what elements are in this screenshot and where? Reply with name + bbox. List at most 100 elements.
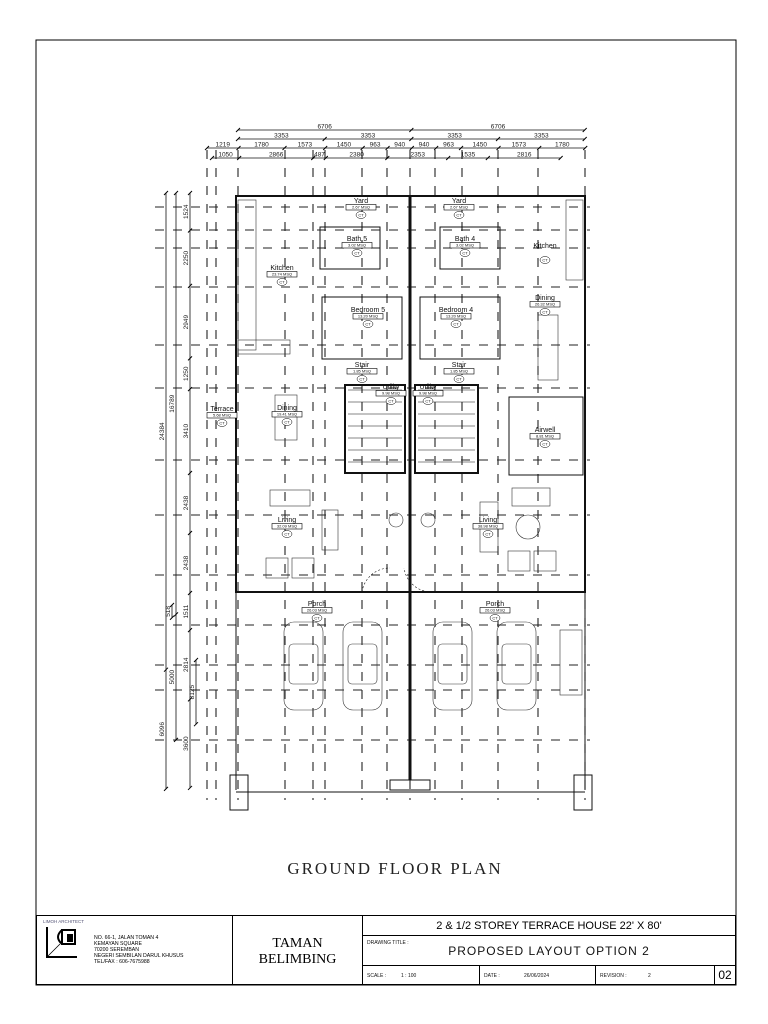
dimension-text: 2949: [183, 315, 190, 330]
dimension-tick: [323, 155, 329, 161]
dimension-tick: [187, 627, 193, 633]
room-area: 26.03 MSQ: [307, 608, 327, 613]
room-name: Stair: [452, 362, 467, 369]
dimension-text: 3600: [183, 736, 190, 751]
address-line: NEGERI SEMBILAN DARUL KHUSUS: [94, 953, 184, 959]
car: [342, 621, 383, 711]
dimension-text: 2353: [411, 152, 426, 159]
dimension-tick: [582, 127, 588, 133]
stair-wall: [414, 384, 479, 474]
scale-value: 1 : 100: [401, 973, 417, 979]
architect-block: LIMOH ARCHITECT NO. 66-1, JALAN TOMAN 4 …: [36, 915, 233, 985]
ceiling-tag: CT: [358, 212, 364, 217]
dimension-tick: [282, 145, 287, 151]
ceiling-tag-icon: [539, 440, 551, 448]
dimension-tick: [204, 145, 210, 151]
dimension-tick: [408, 127, 414, 133]
ceiling-tag-icon: [453, 211, 465, 219]
area-box: [206, 412, 238, 419]
ceiling-tag: CT: [542, 257, 548, 262]
dimension-tick: [558, 155, 563, 161]
dimension-text: 2814: [183, 657, 190, 672]
ceiling-tag: CT: [365, 321, 371, 326]
ceiling-tag-icon: [539, 308, 551, 316]
armchair: [265, 557, 289, 579]
date-cell: DATE : 26/06/2024: [479, 965, 596, 985]
dimension-text: 6706: [317, 124, 332, 131]
sheet-number: 02: [714, 965, 736, 985]
area-box: [449, 242, 481, 249]
side-table: [388, 512, 404, 528]
dimension-text: 1524: [183, 204, 190, 219]
dimension-text: 5000: [169, 670, 176, 685]
bedroom-wall: [419, 296, 501, 360]
dimension-tick: [485, 155, 491, 161]
ceiling-tag: CT: [485, 531, 491, 536]
room-area: 2.67 MSQ: [450, 205, 468, 210]
room-area: 23.74 MSQ: [272, 272, 292, 277]
ceiling-tag-icon: [351, 249, 363, 257]
ceiling-tag: CT: [284, 531, 290, 536]
ceiling-tag-icon: [356, 375, 368, 383]
dimension-tick: [187, 386, 193, 392]
ceiling-tag-icon: [422, 397, 434, 405]
dimension-tick: [322, 145, 328, 151]
dimension-text: 963: [443, 142, 454, 149]
room-area: 13.20 MSQ: [358, 314, 378, 319]
bath-wall: [439, 226, 501, 270]
room-name: Bedroom 5: [351, 307, 385, 314]
room-name: Bath 5: [347, 236, 367, 243]
ceiling-tag-icon: [362, 320, 374, 328]
ceiling-tag-icon: [482, 530, 494, 538]
room-area: 5.68 MSQ: [213, 413, 231, 418]
dimension-tick: [187, 356, 193, 361]
furniture: [237, 199, 584, 711]
drawing-title-block: DRAWING TITLE : PROPOSED LAYOUT OPTION 2: [362, 935, 736, 966]
house-type: 2 & 1/2 STOREY TERRACE HOUSE 22' X 80': [362, 915, 736, 936]
dimension-tick: [409, 145, 415, 151]
project-name-line: BELIMBING: [258, 952, 337, 967]
room-name: Kitchen: [533, 243, 556, 250]
room-area: 1.85 MSQ: [450, 369, 468, 374]
dimension-tick: [310, 155, 316, 161]
dimension-text: 3353: [534, 133, 549, 140]
room-area: 8.81 MSQ: [536, 434, 554, 439]
dimension-tick: [187, 590, 193, 596]
room-area: 13.20 MSQ: [446, 314, 466, 319]
room-name: Terrace: [210, 406, 233, 413]
dimension-tick: [187, 228, 193, 233]
dimension-tick: [187, 697, 193, 702]
dimension-tick: [163, 667, 169, 673]
coffee-table: [515, 514, 541, 540]
dimension-text: 2866: [269, 152, 284, 159]
dimension-text: 2380: [349, 152, 364, 159]
sofa: [321, 509, 339, 551]
area-box: [412, 390, 444, 397]
ceiling-tag-icon: [489, 614, 501, 622]
dimension-text: 16789: [169, 394, 176, 412]
ceiling-tag: CT: [456, 212, 462, 217]
house-type-text: 2 & 1/2 STOREY TERRACE HOUSE 22' X 80': [436, 920, 662, 932]
dimension-tick: [187, 283, 193, 289]
dimension-tick: [173, 737, 179, 743]
dimension-tick: [169, 602, 175, 608]
airwell-wall: [508, 396, 584, 476]
dimension-text: 3353: [274, 133, 289, 140]
room-area: 26.03 MSQ: [485, 608, 505, 613]
dimension-text: 24384: [159, 422, 166, 440]
room-name: Dining: [535, 295, 555, 302]
room-area: 3.02 MSQ: [348, 243, 366, 248]
area-box: [346, 368, 378, 375]
dimension-tick: [193, 657, 199, 663]
ceiling-tag: CT: [284, 419, 290, 424]
